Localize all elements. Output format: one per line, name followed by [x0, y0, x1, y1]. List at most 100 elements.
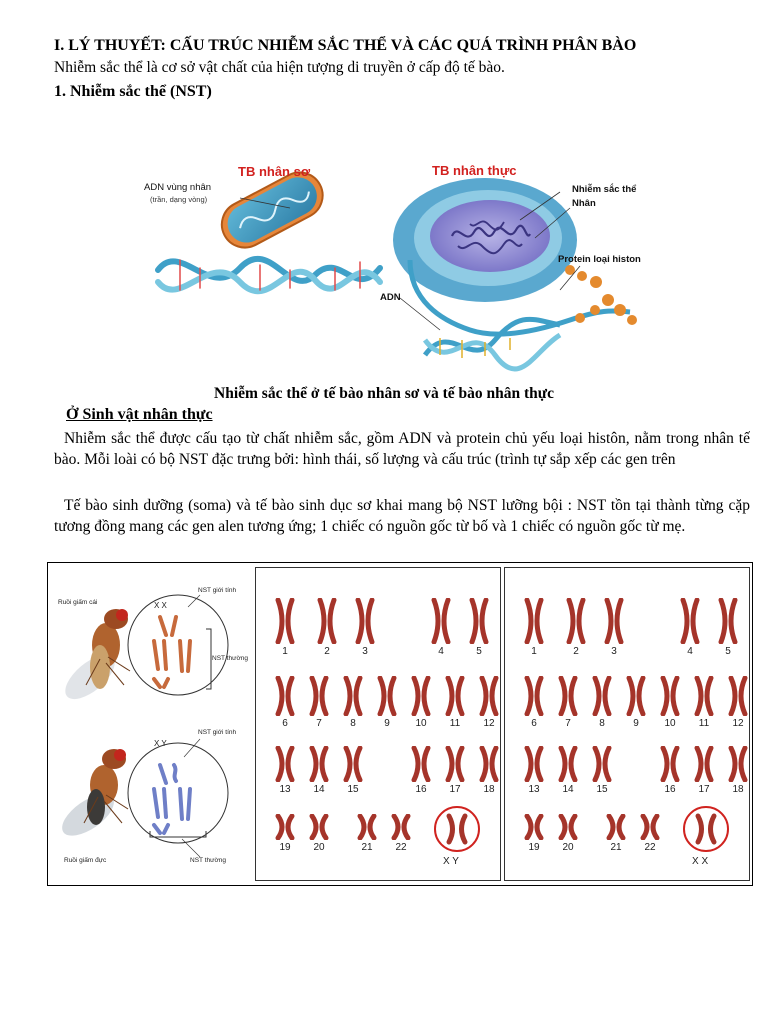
chromosome-pair-22: [640, 814, 660, 840]
chromosome-pair-21: [357, 814, 377, 840]
chromosome-pair-21: [606, 814, 626, 840]
autosome-label-female: NST thường: [212, 655, 248, 662]
sex-chromosome-circle: [683, 806, 729, 852]
sex-chromosome-circle: [434, 806, 480, 852]
chromosome-pair-3: [604, 598, 624, 644]
karyotype-figure: Ruồi giấm cái Ruồi giấm đực NST giới tín…: [47, 562, 753, 886]
chromosome-number: 22: [644, 842, 656, 853]
chromosome-number: 21: [610, 842, 622, 853]
chromosome-pair-5: [469, 598, 489, 644]
chromosome-pair-12: [728, 676, 748, 716]
label-chromosome: Nhiễm sắc thể: [572, 184, 637, 195]
label-adn-region-note: (trần, dạng vòng): [150, 195, 208, 204]
chromosome-number: 12: [483, 718, 495, 729]
chromosome-pair-6: [275, 676, 295, 716]
sex-pair-label-male: X Y: [443, 856, 459, 867]
chromosome-number: 14: [313, 784, 325, 795]
chromosome-pair-5: [718, 598, 738, 644]
paragraph-diploid: Tế bào sinh dưỡng (soma) và tế bào sinh …: [54, 495, 750, 537]
eukaryote-nucleus: [393, 178, 577, 302]
chromosome-number: 8: [599, 718, 605, 729]
chromosome-number: 16: [415, 784, 427, 795]
paragraph-structure: Nhiễm sắc thể được cấu tạo từ chất nhiễm…: [54, 428, 750, 472]
male-fly: [62, 749, 129, 836]
cell-chromosome-figure: TB nhân sơ TB nhân thực ADN vùng nhân (t…: [140, 150, 670, 372]
chromosome-number: 16: [664, 784, 676, 795]
intro-text: Nhiễm sắc thể là cơ sở vật chất của hiện…: [54, 59, 505, 76]
female-fly: [65, 609, 131, 700]
sex-pair-label-female: X X: [692, 856, 709, 867]
chromosome-number: 15: [596, 784, 608, 795]
chromosome-pair-15: [343, 746, 363, 782]
chromosome-number: 9: [633, 718, 639, 729]
chromosome-pair-19: [524, 814, 544, 840]
chromosome-pair-15: [592, 746, 612, 782]
chromosome-pair-13: [524, 746, 544, 782]
chromosome-number: 8: [350, 718, 356, 729]
chromosome-number: 14: [562, 784, 574, 795]
chromosome-number: 9: [384, 718, 390, 729]
section-heading: I. LÝ THUYẾT: CẤU TRÚC NHIỄM SẮC THỂ VÀ …: [54, 37, 637, 54]
fly-female-label: Ruồi giấm cái: [58, 599, 98, 606]
chromosome-number: 22: [395, 842, 407, 853]
chromosome-number: 15: [347, 784, 359, 795]
chromosome-pair-17: [694, 746, 714, 782]
chromosome-pair-4: [431, 598, 451, 644]
chromosome-number: 18: [732, 784, 744, 795]
chromosome-pair-6: [524, 676, 544, 716]
chromosome-pair-11: [445, 676, 465, 716]
chromosome-number: 5: [725, 646, 731, 657]
chromosome-number: 11: [449, 718, 461, 729]
chromosome-number: 4: [687, 646, 693, 657]
fruit-fly-illustration: [62, 594, 229, 858]
chromosome-number: 20: [562, 842, 574, 853]
sex-chromosome-label-male: NST giới tính: [198, 729, 237, 736]
chromosome-pair-11: [694, 676, 714, 716]
chromosome-number: 3: [362, 646, 368, 657]
chromosome-pair-2: [566, 598, 586, 644]
chromosome-number: 11: [698, 718, 710, 729]
chromosome-number: 6: [531, 718, 537, 729]
figure-caption: Nhiễm sắc thể ở tế bào nhân sơ và tế bào…: [214, 385, 554, 402]
chromosome-pair-3: [355, 598, 375, 644]
chromosome-number: 21: [361, 842, 373, 853]
chromosome-number: 13: [279, 784, 291, 795]
chromosome-number: 4: [438, 646, 444, 657]
chromosome-pair-1: [275, 598, 295, 644]
chromosome-number: 10: [415, 718, 427, 729]
chromosome-number: 10: [664, 718, 676, 729]
sex-chromosome-label-female: NST giới tính: [198, 587, 237, 594]
label-nucleus: Nhân: [572, 198, 596, 209]
chromosome-number: 19: [279, 842, 291, 853]
chromosome-pair-16: [411, 746, 431, 782]
chromosome-number: 18: [483, 784, 495, 795]
eukaryote-title: TB nhân thực: [432, 163, 517, 178]
chromosome-pair-8: [343, 676, 363, 716]
chromosome-pair-8: [592, 676, 612, 716]
chromosome-pair-17: [445, 746, 465, 782]
chromosome-number: 2: [573, 646, 579, 657]
male-sex-letters: X Y: [154, 739, 167, 748]
chromosome-pair-18: [728, 746, 748, 782]
chromosome-pair-4: [680, 598, 700, 644]
chromosome-number: 20: [313, 842, 325, 853]
fly-male-label: Ruồi giấm đực: [64, 857, 107, 864]
chromosome-pair-10: [660, 676, 680, 716]
chromosome-number: 12: [732, 718, 744, 729]
prokaryote-cell: [220, 171, 324, 249]
chromosome-pair-13: [275, 746, 295, 782]
chromosome-pair-1: [524, 598, 544, 644]
chromosome-pair-22: [391, 814, 411, 840]
chromosome-number: 19: [528, 842, 540, 853]
label-adn: ADN: [380, 292, 401, 303]
chromosome-number: 7: [316, 718, 322, 729]
prokaryote-title: TB nhân sơ: [238, 164, 311, 179]
subheading-eukaryote: Ở Sinh vật nhân thực: [66, 406, 213, 423]
chromosome-pair-19: [275, 814, 295, 840]
chromosome-pair-14: [309, 746, 329, 782]
chromosome-number: 5: [476, 646, 482, 657]
label-adn-region: ADN vùng nhân: [144, 182, 212, 193]
dna-helix-right: [422, 316, 562, 372]
